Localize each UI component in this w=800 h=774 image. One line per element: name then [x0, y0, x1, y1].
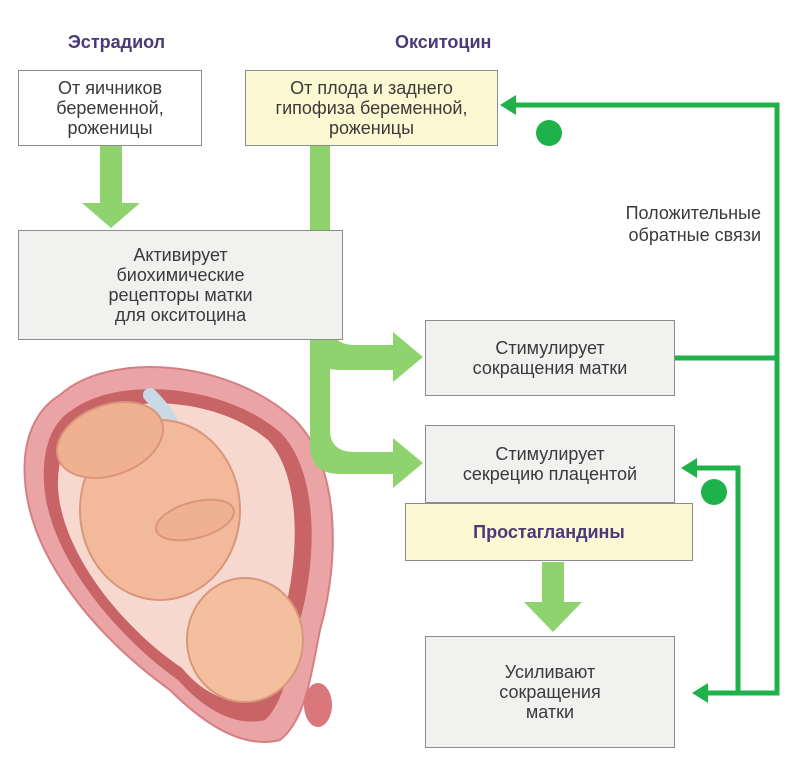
fetus-leg — [55, 401, 165, 479]
arrow-shaft-fetus-secretion — [310, 340, 395, 474]
title-oxytocin: Окситоцин — [395, 32, 492, 52]
uterus-fetus-illustration — [23, 366, 334, 743]
cervix — [304, 683, 332, 727]
feedback-enhance-outer — [710, 358, 780, 696]
box-stimulates-secretion: Стимулирует секрецию плацентой — [425, 425, 675, 503]
positive-feedback-marker-top — [536, 120, 562, 146]
feedback-inner-loop — [695, 465, 741, 696]
fetus-arm — [155, 498, 235, 542]
feedback-outer-loop — [512, 102, 780, 361]
feedback-lines — [512, 102, 780, 696]
arrowhead-to-secretion-box — [681, 458, 697, 478]
box-from-fetus: От плода и заднего гипофиза беременной, … — [245, 70, 498, 146]
positive-feedback-marker-bottom — [701, 479, 727, 505]
box-stimulates-contraction: Стимулирует сокращения матки — [425, 320, 675, 396]
arrow-head-to-contraction — [393, 332, 423, 382]
arrow-head-prostaglandins — [524, 602, 582, 632]
title-estradiol: Эстрадиол — [68, 32, 166, 52]
box-prostaglandins: Простагландины — [405, 503, 693, 561]
box-activates-receptors: Активирует биохимические рецепторы матки… — [18, 230, 343, 340]
box-from-ovaries: От яичников беременной, роженицы — [18, 70, 202, 146]
arrow-shaft-ovaries — [100, 145, 122, 205]
fetus-head — [186, 577, 304, 703]
feedback-arrowheads — [500, 95, 708, 703]
arrow-head-ovaries — [82, 203, 140, 228]
arrowhead-to-enhance-box — [692, 683, 708, 703]
positive-feedback-label: Положительные обратные связи — [625, 203, 761, 245]
arrow-head-to-secretion — [393, 438, 423, 488]
arrowhead-to-fetus-box — [500, 95, 516, 115]
light-green-arrows — [82, 145, 582, 632]
box-enhance-contractions: Усиливают сокращения матки — [425, 636, 675, 748]
arrow-shaft-prostaglandins — [542, 562, 564, 604]
